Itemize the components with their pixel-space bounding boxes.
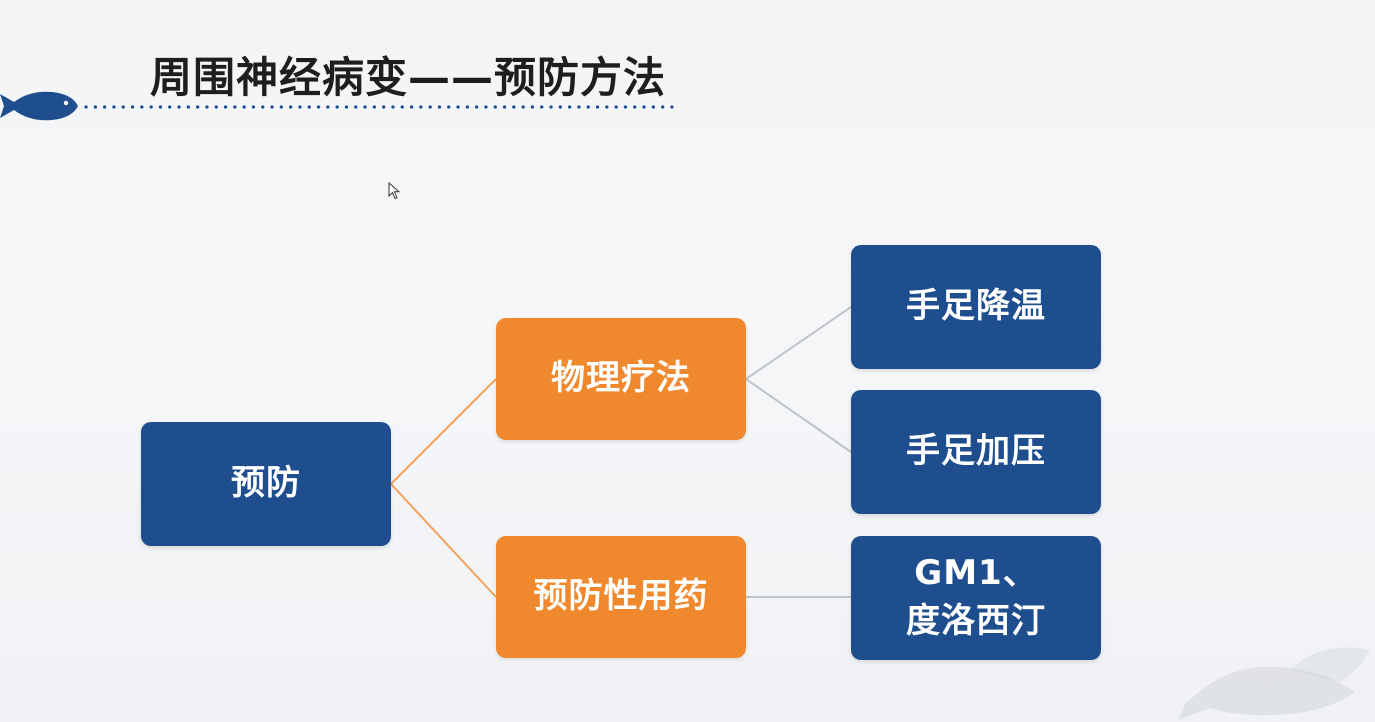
node-prevention: 预防: [141, 422, 391, 546]
fish-watermark-icon: [1178, 647, 1370, 720]
mouse-pointer-icon: [388, 182, 400, 200]
connector-physical-compression: [745, 378, 852, 453]
node-hand-foot-compression: 手足加压: [851, 390, 1101, 514]
connector-physical-cooling: [745, 306, 852, 380]
drug-line-duloxetine: 度洛西汀: [906, 601, 1046, 641]
connector-root-physical: [390, 378, 497, 485]
connector-root-medication: [390, 483, 497, 598]
node-physical-therapy: 物理疗法: [496, 318, 746, 440]
node-hand-foot-cooling: 手足降温: [851, 245, 1101, 369]
node-gm1-duloxetine: GM1、 度洛西汀: [851, 536, 1101, 660]
page-title: 周围神经病变——预防方法: [150, 53, 667, 102]
fish-icon: [0, 91, 78, 121]
drug-line-gm1: GM1、: [914, 553, 1038, 594]
node-preventive-medication: 预防性用药: [496, 536, 746, 658]
